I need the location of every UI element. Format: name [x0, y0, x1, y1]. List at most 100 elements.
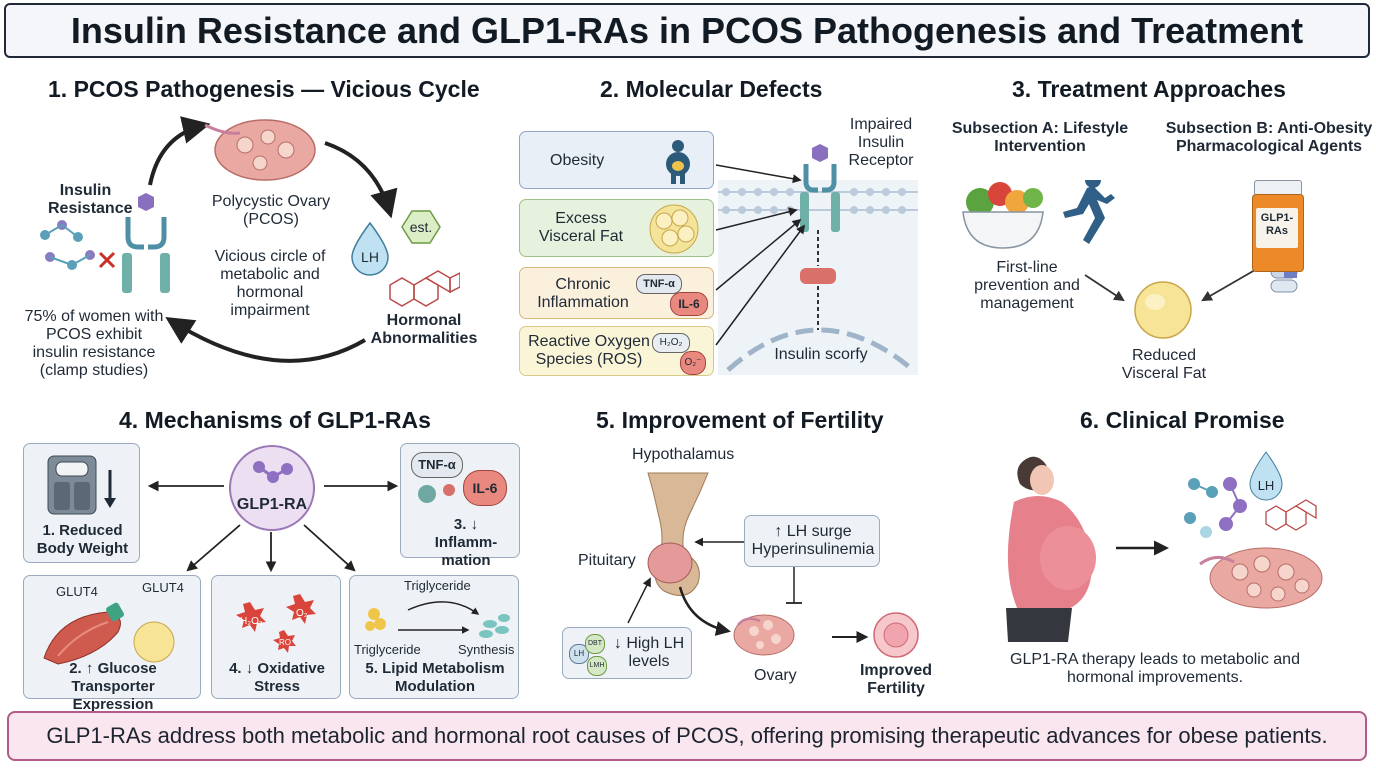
person-icon	[666, 140, 690, 184]
ovary-icon-s6	[1199, 547, 1323, 609]
lh-tag-s6: LH	[1258, 478, 1275, 493]
ros-box: Reactive Oxygen Species (ROS) H₂O₂ O₂⁻	[519, 326, 714, 376]
impaired-receptor-icon	[800, 144, 840, 232]
lh-drop-icon: LH	[351, 221, 389, 276]
pituitary-label: Pituitary	[578, 552, 636, 569]
pill-bottle-icon: GLP1-RAs	[1252, 180, 1304, 272]
glp1-center-label: GLP1-RA	[236, 496, 308, 513]
section-4-arrows	[147, 480, 399, 573]
pituitary-icon	[647, 472, 709, 596]
ovary-icon	[204, 119, 316, 181]
virus-icon	[418, 484, 455, 503]
visceral-fat-box: Excess Visceral Fat	[519, 199, 714, 257]
estrogen-hex-icon: est.	[401, 210, 441, 244]
salad-bowl-icon	[962, 182, 1044, 249]
high-lh-box: LH DBT LMH ↓ High LH levels	[562, 627, 692, 679]
h2o2-text: H₂O₂	[240, 616, 263, 627]
subsection-a-label: Subsection A: Lifestyle Intervention	[951, 120, 1129, 155]
insulin-molecule-icon	[40, 220, 116, 270]
clinical-caption: GLP1-RA therapy leads to metabolic and h…	[1010, 651, 1300, 686]
reduced-visceral-fat-label: Reduced Visceral Fat	[1121, 347, 1207, 382]
synthesis-label: Synthesis	[458, 642, 515, 657]
ros-star-icon	[236, 594, 316, 653]
ovary-label: Polycystic Ovary (PCOS)	[211, 193, 331, 228]
inflammation-label: Chronic Inflammation	[537, 276, 629, 311]
il6-bubble: IL-6	[463, 470, 507, 506]
steroid-icon-s6	[1265, 499, 1317, 531]
receptor-label: Impaired Insulin Receptor	[848, 116, 914, 169]
molecules-icon	[1184, 477, 1247, 538]
section-2-title: 2. Molecular Defects	[600, 76, 823, 102]
egg-cell-icon	[873, 612, 919, 658]
section-6-graphic: LH	[1006, 451, 1323, 642]
glucose-label: 2. ↑ Glucose Transporter Expression	[69, 660, 157, 713]
oxidative-box: H₂O₂ O₂ RO 4. ↓ Oxidative Stress	[211, 575, 341, 699]
subsection-b-label: Subsection B: Anti-Obesity Pharmacologic…	[1165, 120, 1373, 155]
section-2-arrows	[715, 164, 806, 346]
oxidative-label: 4. ↓ Oxidative Stress	[229, 660, 325, 695]
inflammation-mechanism-label: 3. ↓ Inflamm-mation	[434, 516, 498, 569]
insulin-resistance-label: Insulin Resistance	[48, 182, 133, 217]
muscle-fat-icon	[43, 602, 175, 665]
trig-left-label: Triglyceride	[354, 642, 421, 657]
lh-surge-label: ↑ LH surge Hyperinsulinemia	[751, 523, 875, 558]
insulin-receptor-icon	[122, 193, 170, 293]
section-1-title: 1. PCOS Pathogenesis — Vicious Cycle	[48, 76, 480, 102]
first-line-text: First-line prevention and management	[974, 259, 1080, 312]
weight-box: 1. Reduced Body Weight	[23, 443, 140, 563]
high-lh-label: ↓ High LH levels	[613, 635, 685, 670]
fat-cells-icon	[649, 204, 699, 254]
chip-lmh: LMH	[587, 656, 607, 676]
reduced-weight-label: 1. Reduced Body Weight	[36, 522, 129, 557]
obesity-label: Obesity	[550, 152, 605, 169]
patient-icon	[1006, 456, 1096, 642]
glut4-label-b: GLUT4	[142, 580, 184, 595]
improved-fertility-label: Improved Fertility	[859, 662, 932, 697]
runner-icon	[1063, 180, 1115, 244]
chip-dbt: DBT	[585, 634, 605, 654]
cell-label: Insulin scorfy	[774, 346, 868, 363]
il6-tag: IL-6	[670, 292, 708, 316]
glucose-box: GLUT4 GLUT4 2. ↑ Glucose Transporter Exp…	[23, 575, 201, 713]
lh-surge-box: ↑ LH surge Hyperinsulinemia	[744, 515, 880, 567]
lh-drop-icon-s6: LH	[1249, 451, 1283, 501]
section-6-title: 6. Clinical Promise	[1080, 407, 1285, 433]
section-5-title: 5. Improvement of Fertility	[596, 407, 884, 433]
cycle-text: Vicious circle of metabolic and hormonal…	[214, 248, 326, 319]
lipid-icon	[365, 601, 510, 638]
o2-tag: O₂⁻	[680, 351, 706, 375]
section-3-title: 3. Treatment Approaches	[1012, 76, 1286, 102]
h2o2-tag: H₂O₂	[652, 333, 690, 353]
ro-text: RO	[279, 638, 291, 647]
hormonal-abnormalities-label: Hormonal Abnormalities	[370, 312, 478, 347]
ovary-small-icon	[733, 614, 795, 656]
main-title: Insulin Resistance and GLP1-RAs in PCOS …	[4, 3, 1370, 58]
section-3-graphic	[962, 180, 1298, 339]
inflammation-box: Chronic Inflammation TNF-α IL-6	[519, 267, 714, 319]
o2-text: O₂	[296, 608, 308, 619]
lh-tag: LH	[361, 249, 379, 265]
chip-lh: LH	[569, 644, 589, 664]
glut4-label-a: GLUT4	[56, 584, 98, 599]
tnf-bubble: TNF-α	[411, 452, 463, 478]
lipid-box: Triglyceride Triglyceride Synthesis 5. L…	[349, 575, 519, 699]
steroid-structure-icon	[389, 270, 460, 307]
fat-cell-icon	[1134, 281, 1192, 339]
section-5-graphic	[627, 472, 919, 658]
cell-membrane-graphic	[718, 180, 918, 375]
ros-label: Reactive Oxygen Species (ROS)	[528, 333, 650, 368]
visceral-fat-label: Excess Visceral Fat	[538, 210, 624, 245]
section-1-graphic: LH est.	[40, 116, 460, 363]
tnf-tag: TNF-α	[636, 274, 682, 294]
scale-icon	[47, 455, 116, 515]
est-tag: est.	[410, 219, 433, 235]
lipid-label: 5. Lipid Metabolism Modulation	[365, 660, 505, 695]
footer-banner: GLP1-RAs address both metabolic and horm…	[7, 711, 1367, 761]
glp1-center-icon	[229, 445, 315, 531]
obesity-box: Obesity	[519, 131, 714, 189]
bottle-label: GLP1-RAs	[1256, 208, 1298, 248]
section-4-title: 4. Mechanisms of GLP1-RAs	[119, 407, 431, 433]
inflammation-mechanism-box: TNF-α IL-6 3. ↓ Inflamm-mation	[400, 443, 520, 569]
ovary-label-s5: Ovary	[754, 667, 797, 684]
hypothalamus-label: Hypothalamus	[632, 446, 735, 463]
